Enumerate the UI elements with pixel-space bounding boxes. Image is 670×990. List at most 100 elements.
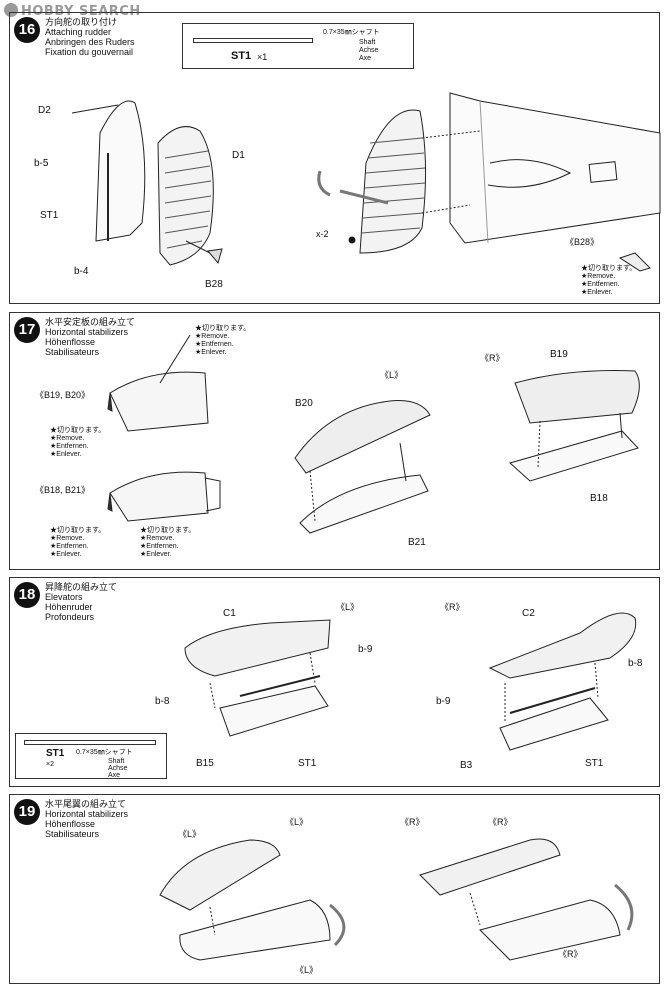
label-l-1: 《L》 [178, 829, 202, 839]
part-b18-b21 [109, 471, 209, 522]
stabilizer-l-top [294, 400, 431, 474]
step-16-drawing [71, 92, 661, 272]
remove-de: ★Entfernen. [195, 341, 234, 348]
remove-fr: ★Enlever. [195, 349, 227, 356]
shaft-name-en: Shaft [108, 758, 125, 765]
label-b20: B20 [295, 398, 313, 409]
watermark: HOBBY SEARCH [4, 3, 141, 19]
step-17-title-fr: Stabilisateurs [45, 347, 100, 357]
stabilizer-l-bottom [299, 474, 429, 534]
label-b19-b20: 《B19, B20》 [35, 390, 91, 400]
shaft-spec: 0.7×35㎜シャフト [76, 749, 133, 756]
step-17-drawing [107, 334, 640, 534]
remove-fr: ★Enlever. [581, 289, 613, 296]
tail-l-bottom [179, 899, 331, 961]
part-b28 [207, 248, 223, 265]
step-16-title-en: Attaching rudder [45, 27, 112, 37]
elevator-c2 [488, 612, 637, 679]
st1-label: ST1 [231, 50, 252, 62]
elevator-b15 [219, 685, 329, 737]
label-st1: ST1 [40, 210, 59, 221]
remove-en: ★Remove. [50, 435, 85, 442]
remove-de: ★Entfernen. [140, 543, 179, 550]
step-18-parts-box: ST1 ×2 0.7×35㎜シャフト Shaft Achse Axe [15, 733, 167, 779]
remove-note-17-top: ★切り取ります。 ★Remove. ★Entfernen. ★Enlever. [195, 325, 250, 357]
shaft-spec: 0.7×35㎜シャフト [323, 29, 380, 36]
label-b3: B3 [460, 760, 473, 771]
shaft-name-de: Achse [108, 765, 128, 772]
elevator-b3 [499, 697, 609, 751]
step-18-titles: 昇降舵の組み立て Elevators Höhenruder Profondeur… [45, 582, 117, 622]
remove-fr: ★Enlever. [50, 551, 82, 558]
label-c2: C2 [522, 608, 535, 619]
step-18-title-fr: Profondeurs [45, 612, 95, 622]
shaft-name-fr: Axe [108, 772, 121, 779]
label-r-2: 《R》 [488, 817, 513, 827]
label-b5: b-5 [34, 158, 49, 169]
tail-l-top [159, 839, 281, 911]
step-19-panel: 19 水平尾翼の組み立て Horizontal stabilizers Höhe… [9, 794, 660, 984]
shaft-name-fr: Axe [359, 55, 372, 62]
step-17-title-de: Höhenflosse [45, 337, 96, 347]
rudder-half-d1 [157, 126, 214, 266]
st1-qty: ×2 [46, 761, 54, 768]
st1-qty: ×1 [257, 52, 268, 62]
step-19-title-fr: Stabilisateurs [45, 829, 100, 839]
label-b28: B28 [205, 279, 223, 290]
step-19-drawing [159, 838, 634, 961]
shaft-name-en: Shaft [359, 39, 376, 46]
step-16-panel: 16 方向舵の取り付け Attaching rudder Anbringen d… [9, 12, 661, 304]
step-19-title-jp: 水平尾翼の組み立て [45, 799, 127, 809]
step-17-title-en: Horizontal stabilizers [45, 327, 129, 337]
remove-note-16: ★切り取ります。 ★Remove. ★Entfernen. ★Enlever. [581, 265, 636, 297]
hobby-search-logo-icon [4, 3, 18, 17]
step-16-parts-box: ST1 ×1 0.7×35㎜シャフト Shaft Achse Axe [182, 23, 414, 69]
st1-label: ST1 [46, 748, 65, 759]
step-19-title-de: Höhenflosse [45, 819, 96, 829]
remove-en: ★Remove. [195, 333, 230, 340]
label-r: 《R》 [480, 353, 505, 363]
step-16-title-fr: Fixation du gouvernail [45, 47, 134, 57]
remove-jp: ★切り取ります。 [50, 527, 106, 534]
remove-en: ★Remove. [140, 535, 175, 542]
remove-jp: ★切り取ります。 [195, 325, 251, 332]
step-16-title-de: Anbringen des Ruders [45, 37, 135, 47]
step-18-drawing [184, 612, 637, 751]
step-16-title-jp: 方向舵の取り付け [45, 17, 118, 27]
rudder-assembled [359, 109, 427, 254]
stabilizer-r-bottom [508, 430, 639, 482]
remove-de: ★Entfernen. [581, 281, 620, 288]
label-b9-left: b-9 [358, 644, 373, 655]
label-b18-b21: 《B18, B21》 [35, 485, 91, 495]
step-16-titles: 方向舵の取り付け Attaching rudder Anbringen des … [45, 17, 135, 57]
step-17-panel: 17 水平安定板の組み立て Horizontal stabilizers Höh… [9, 312, 660, 570]
remove-fr: ★Enlever. [140, 551, 172, 558]
label-st1-left: ST1 [298, 758, 317, 769]
label-l-2: 《L》 [285, 817, 309, 827]
step-17-title-jp: 水平安定板の組み立て [45, 317, 136, 327]
part-b19-b20 [109, 371, 209, 432]
remove-note-17-br: ★切り取ります。 ★Remove. ★Entfernen. ★Enlever. [140, 527, 195, 559]
label-b9-right: b-9 [436, 696, 451, 707]
remove-de: ★Entfernen. [50, 543, 89, 550]
label-l: 《L》 [336, 602, 360, 612]
label-d1: D1 [232, 150, 245, 161]
label-l-3: 《L》 [295, 965, 319, 975]
label-b21: B21 [408, 537, 426, 548]
label-b8-left: b-8 [155, 696, 170, 707]
stabilizer-r-top [514, 370, 640, 424]
remove-de: ★Entfernen. [50, 443, 89, 450]
step-17-number: 17 [14, 317, 40, 343]
remove-en: ★Remove. [50, 535, 85, 542]
watermark-text: HOBBY SEARCH [21, 4, 141, 19]
label-l: 《L》 [380, 370, 404, 380]
remove-jp: ★切り取ります。 [581, 265, 637, 272]
remove-fr: ★Enlever. [50, 451, 82, 458]
label-c1: C1 [223, 608, 236, 619]
label-st1-right: ST1 [585, 758, 604, 769]
label-b19: B19 [550, 349, 568, 360]
remove-jp: ★切り取ります。 [140, 527, 196, 534]
remove-jp: ★切り取ります。 [50, 427, 106, 434]
tail-r-top [419, 838, 561, 896]
step-17-titles: 水平安定板の組み立て Horizontal stabilizers Höhenf… [45, 317, 135, 357]
